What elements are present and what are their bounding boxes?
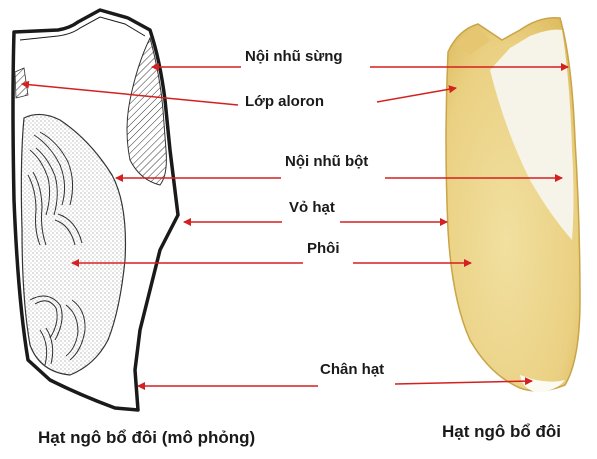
right-kernel-photo — [446, 18, 580, 392]
label-vo-hat: Vỏ hạt — [289, 199, 335, 217]
label-lop-aloron: Lớp aloron — [245, 93, 324, 111]
label-noi-nhu-bot: Nội nhũ bột — [285, 153, 368, 171]
label-noi-nhu-sung: Nội nhũ sừng — [245, 48, 343, 66]
label-chan-hat: Chân hạt — [320, 361, 384, 379]
arrow-lop-aloron-right — [377, 88, 456, 102]
caption-right: Hạt ngô bổ đôi — [442, 422, 561, 442]
left-kernel-drawing — [13, 10, 178, 410]
label-phoi: Phôi — [307, 240, 340, 258]
caption-left: Hạt ngô bổ đôi (mô phỏng) — [38, 428, 255, 448]
